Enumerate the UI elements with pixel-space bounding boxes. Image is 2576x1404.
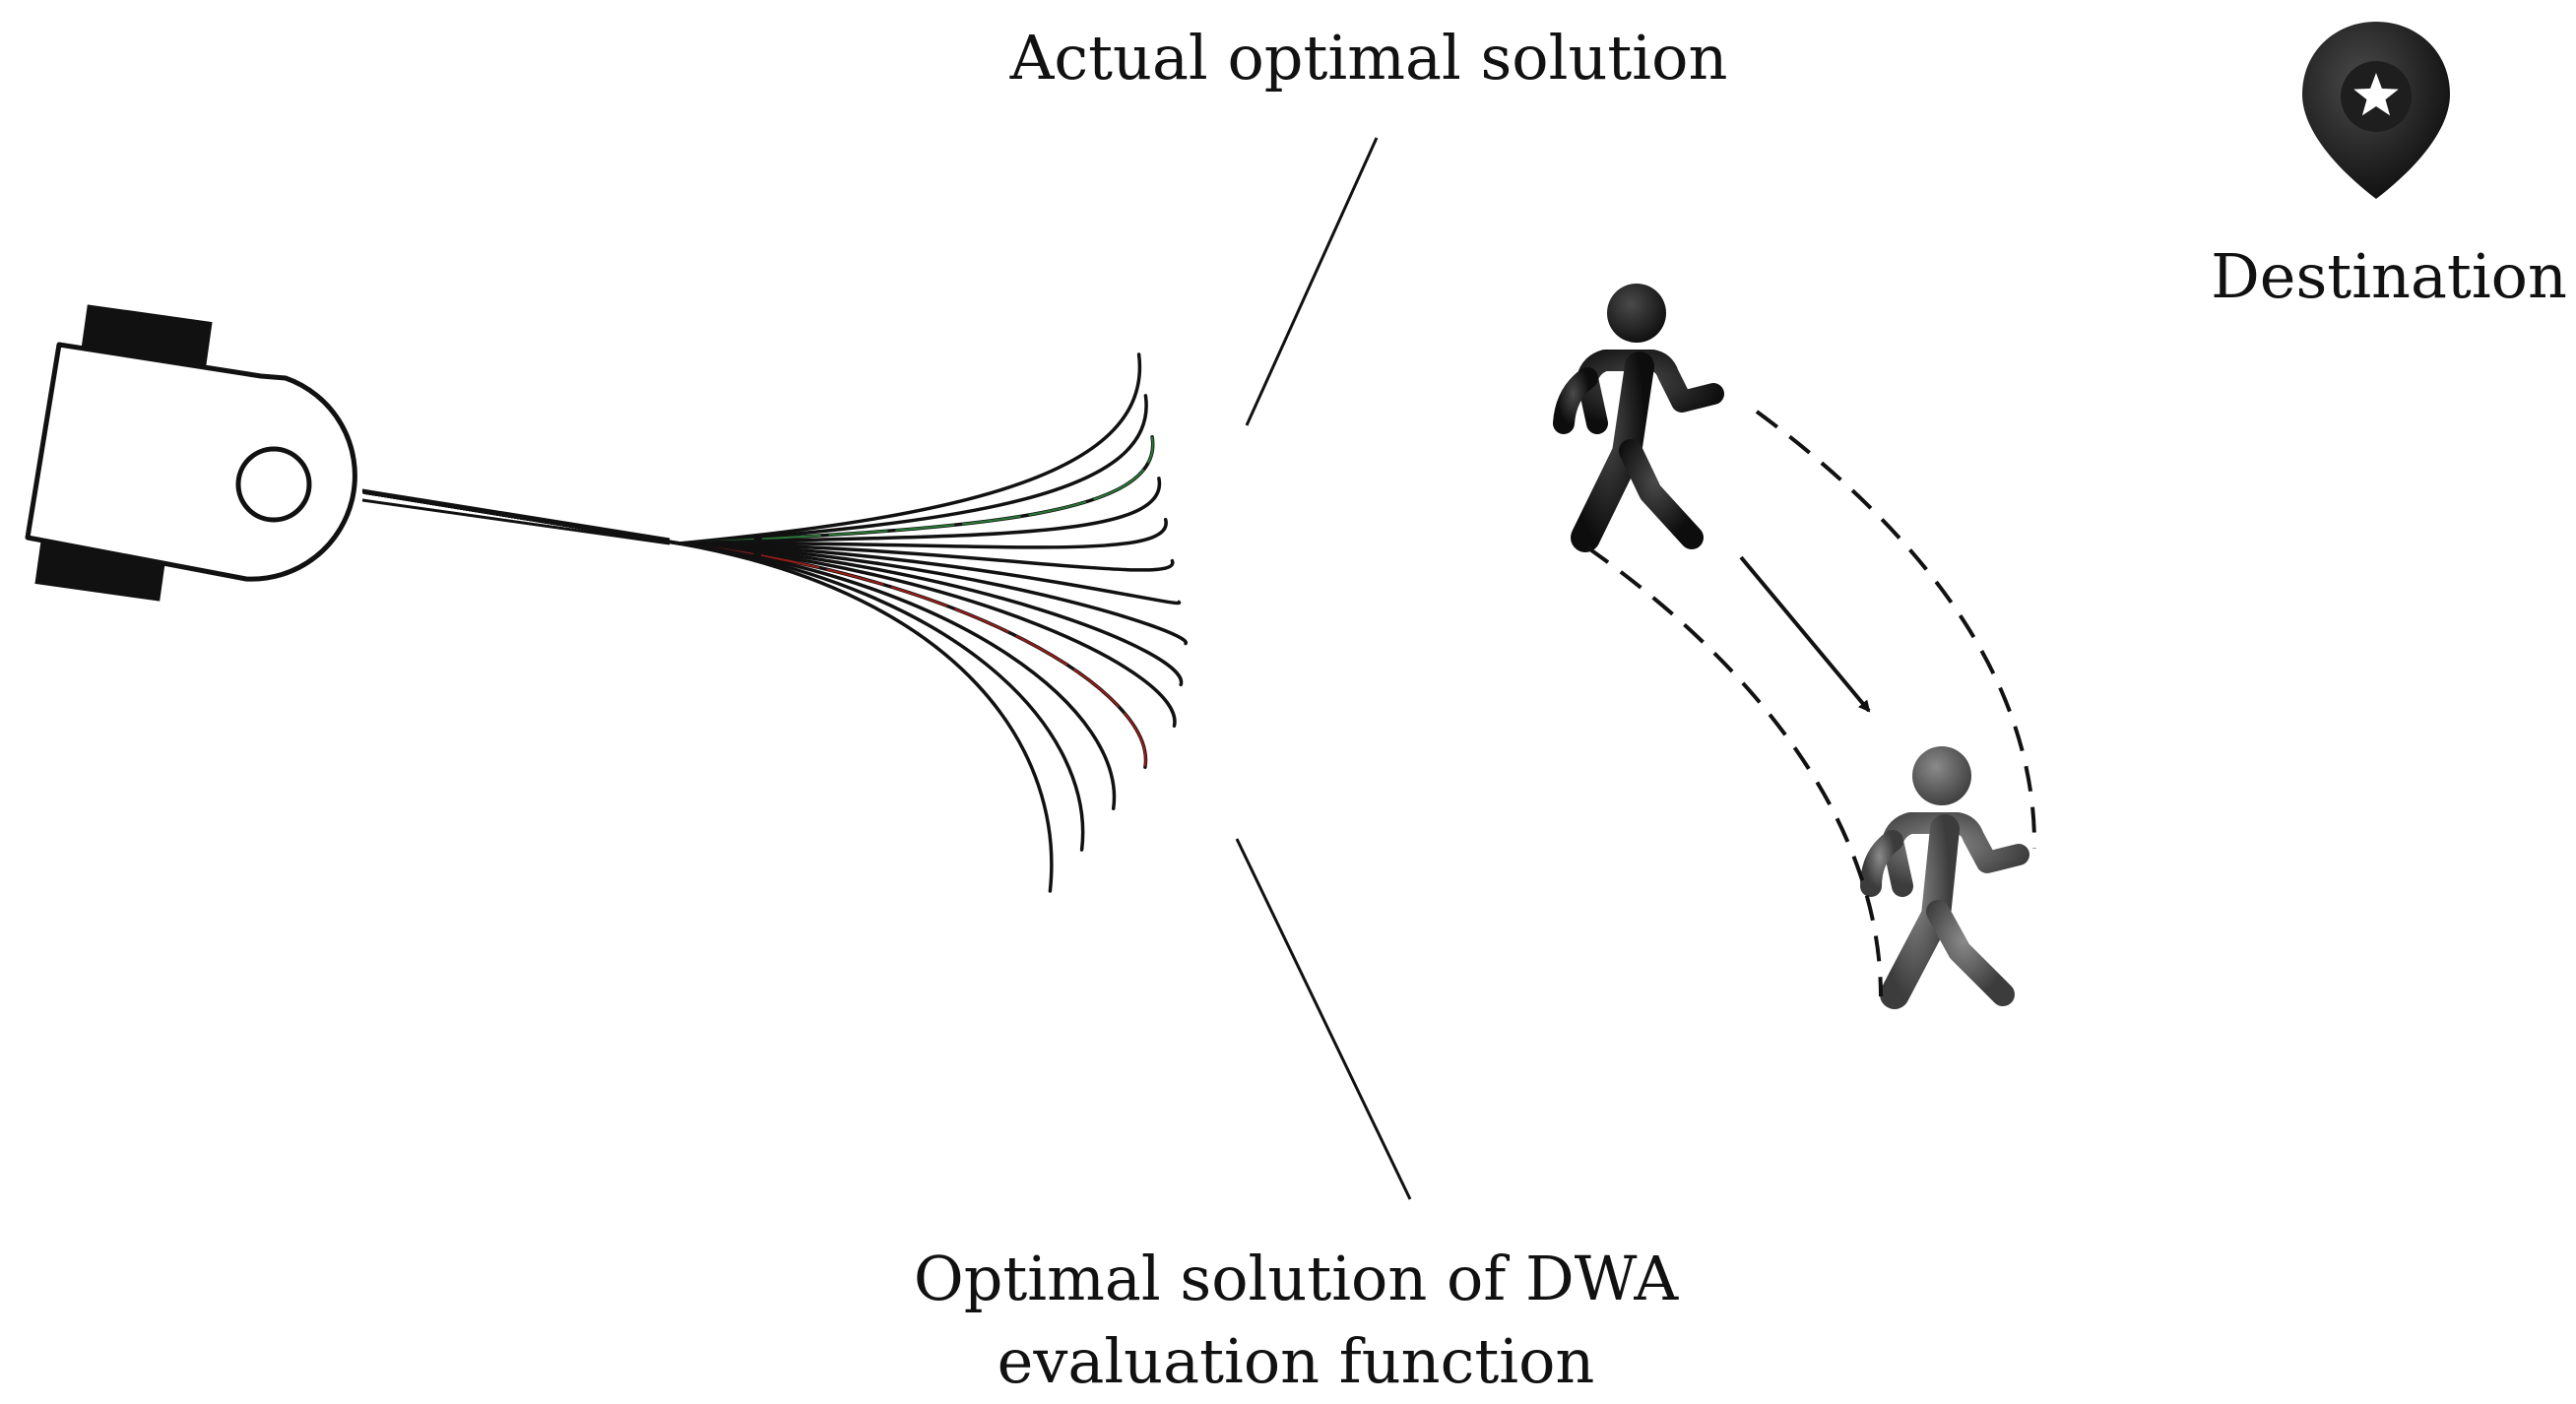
candidate-trajectory [362, 435, 1155, 545]
walking-person-icon [1553, 284, 1724, 552]
candidate-trajectory [362, 490, 1148, 769]
map-pin-star-icon [2302, 22, 2450, 199]
candidate-trajectory [362, 490, 1085, 852]
destination-label: Destination [2211, 240, 2567, 312]
robot-heading-line-2 [361, 498, 671, 545]
candidate-trajectory [362, 490, 1117, 810]
dwa-optimal-leader-line [1235, 838, 1412, 1200]
actual-optimal-label: Actual optimal solution [1009, 22, 1728, 94]
candidate-trajectory [362, 490, 1182, 606]
robot-heading-line [361, 488, 671, 542]
pedestrian-path-boundary-right [1755, 410, 2037, 850]
arrow-down-right-icon [1739, 555, 1871, 713]
actual-optimal-leader-line [1245, 137, 1379, 426]
robot-sensor [235, 446, 312, 523]
candidate-trajectory [362, 352, 1142, 545]
candidate-trajectory [362, 490, 1175, 572]
candidate-trajectory [362, 490, 1184, 687]
candidate-trajectories [362, 352, 1188, 893]
dwa-optimal-label-line1: Optimal solution of DWA [914, 1243, 1679, 1314]
walking-person-future-icon [1860, 746, 2029, 1009]
candidate-trajectory [362, 394, 1148, 545]
candidate-trajectory [362, 490, 1168, 549]
actual-optimal-trajectory [363, 436, 1154, 545]
robot [25, 304, 671, 602]
dwa-optimal-label-line2: evaluation function [998, 1325, 1595, 1397]
candidate-trajectory [362, 490, 1188, 646]
star-icon [2353, 73, 2399, 116]
candidate-trajectory [362, 477, 1162, 545]
candidate-trajectory [362, 490, 1054, 893]
dwa-optimal-trajectory [363, 491, 1147, 768]
pedestrian-path-boundary-left [1585, 545, 1883, 997]
robot-body [25, 342, 357, 582]
candidate-trajectory [362, 490, 1177, 729]
